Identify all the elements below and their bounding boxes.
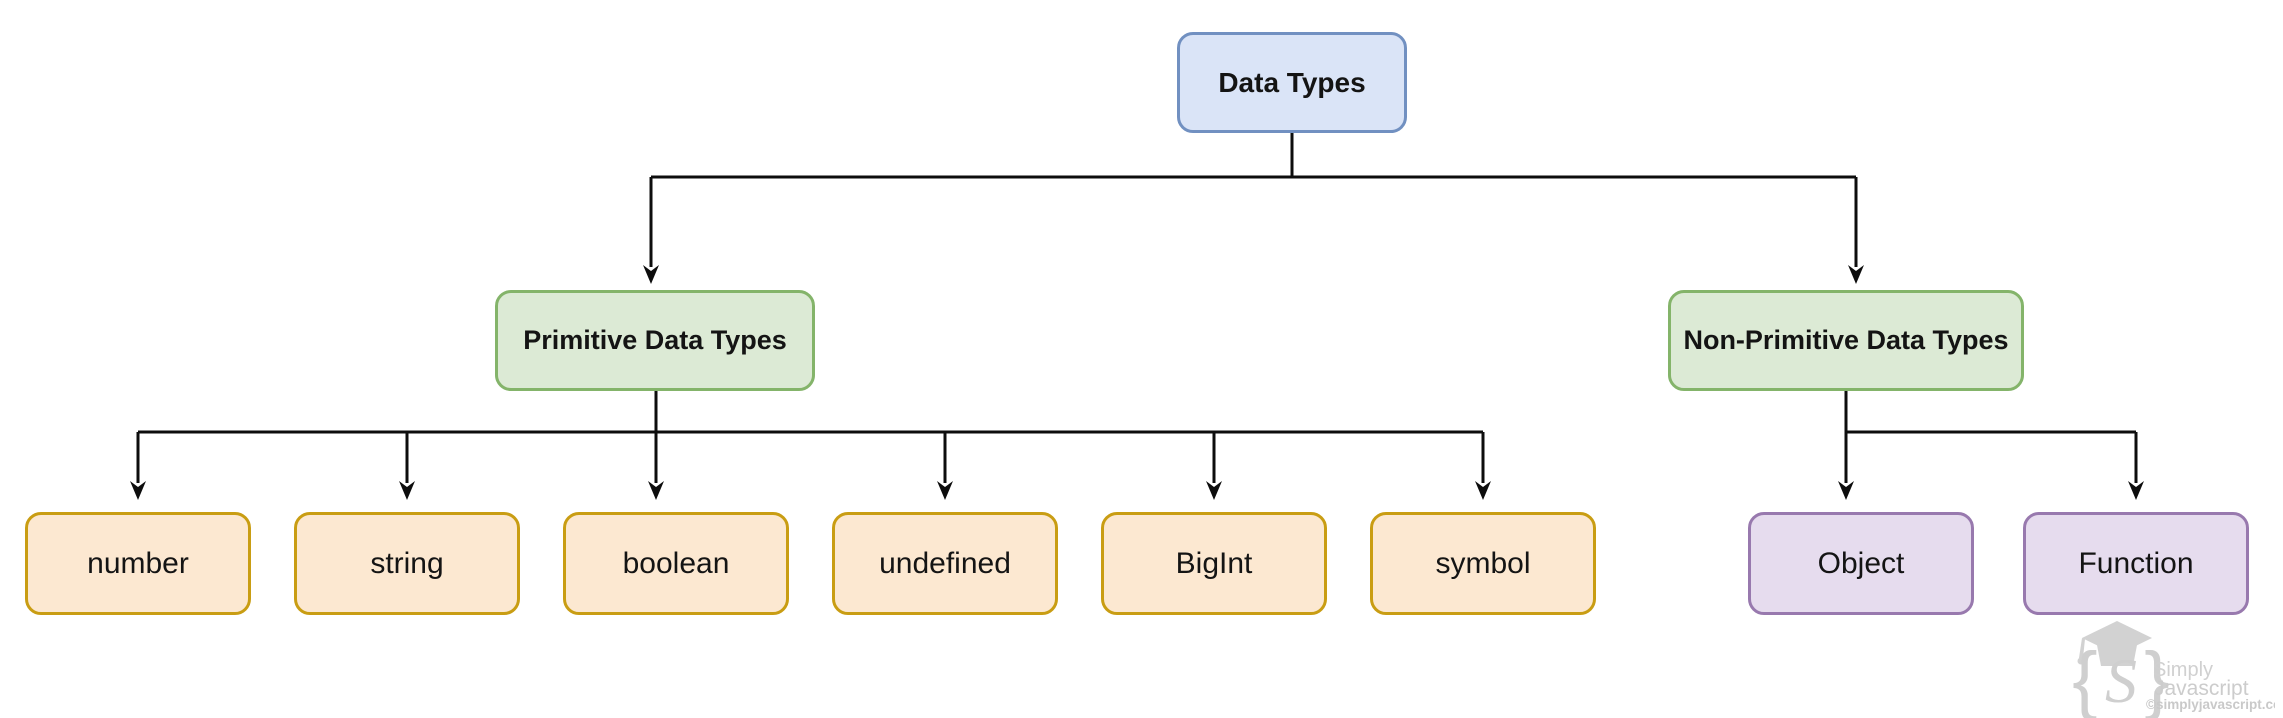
watermark-brand: Simply Javascript ©simplyjavascript.com — [2146, 659, 2275, 712]
node-boolean: boolean — [563, 512, 789, 615]
node-function-label: Function — [2078, 546, 2194, 580]
node-symbol: symbol — [1370, 512, 1596, 615]
node-undefined: undefined — [832, 512, 1058, 615]
arrowhead — [1475, 481, 1491, 500]
node-string: string — [294, 512, 520, 615]
arrowhead — [399, 481, 415, 500]
node-undefined-label: undefined — [879, 546, 1011, 580]
arrowhead — [648, 481, 664, 500]
arrowhead — [643, 265, 659, 284]
monogram-open-brace: { — [2072, 637, 2097, 718]
brand-line1: Simply — [2153, 659, 2213, 681]
node-data-types: Data Types — [1177, 32, 1407, 133]
node-data-types-label: Data Types — [1218, 66, 1366, 98]
brand-handle: ©simplyjavascript.com — [2146, 697, 2275, 712]
node-object-label: Object — [1817, 546, 1905, 580]
arrowhead — [2128, 481, 2144, 500]
watermark-monogram: { S } — [2072, 637, 2169, 718]
node-non-primitive-data-types: Non-Primitive Data Types — [1668, 290, 2024, 391]
node-object: Object — [1748, 512, 1974, 615]
node-non-primitive-label: Non-Primitive Data Types — [1683, 325, 2009, 355]
node-string-label: string — [370, 546, 444, 580]
arrowhead — [1838, 481, 1854, 500]
node-boolean-label: boolean — [622, 546, 730, 580]
monogram-letter: S — [2105, 645, 2137, 716]
arrowhead — [1848, 265, 1864, 284]
brand-line2: Javascript — [2154, 677, 2249, 700]
node-symbol-label: symbol — [1435, 546, 1531, 580]
arrowhead — [937, 481, 953, 500]
node-primitive-label: Primitive Data Types — [523, 325, 787, 355]
node-bigint: BigInt — [1101, 512, 1327, 615]
node-number: number — [25, 512, 251, 615]
arrowhead — [130, 481, 146, 500]
node-function: Function — [2023, 512, 2249, 615]
node-bigint-label: BigInt — [1175, 546, 1253, 580]
monogram-close-brace: } — [2144, 637, 2169, 718]
node-number-label: number — [87, 546, 189, 580]
watermark-logo: { S } Simply Javascript ©simplyjavascrip… — [2072, 621, 2275, 718]
node-primitive-data-types: Primitive Data Types — [495, 290, 815, 391]
graduation-cap-icon — [2077, 621, 2152, 666]
arrowhead — [1206, 481, 1222, 500]
